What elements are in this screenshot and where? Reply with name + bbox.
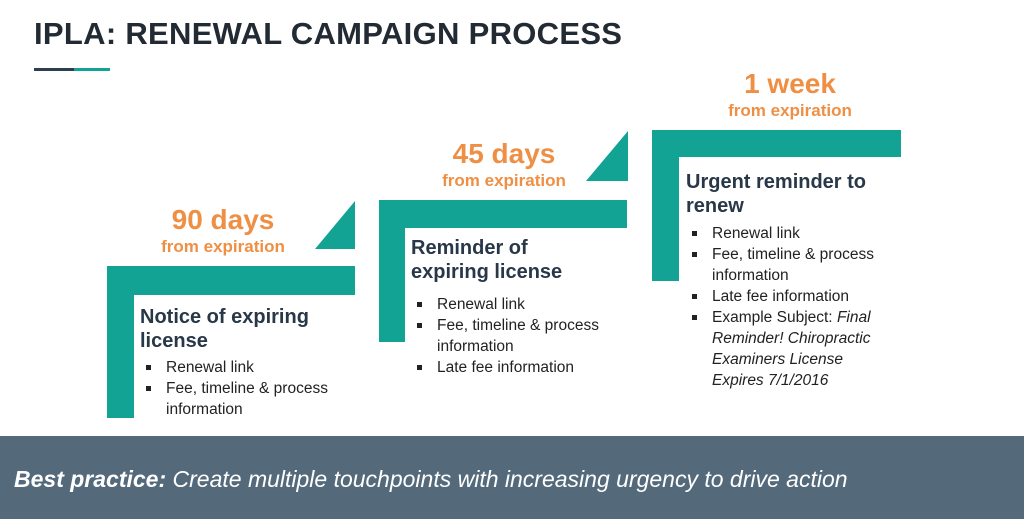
list-item: Renewal link [140,357,328,378]
step-1-vertical-bar [107,266,134,418]
best-practice-label: Best practice: [14,466,167,492]
example-subject-text: Final [836,309,871,326]
step-1-timing-caption: from expiration [161,237,285,256]
bullet-icon [692,252,697,257]
bullet-icon [146,386,151,391]
title-underline-dark [34,68,74,71]
list-item: Fee, timeline & process information [686,244,874,286]
step-3-vertical-bar [652,130,679,281]
step-3-heading-line-1: Urgent reminder to [686,171,867,193]
step-2-top-bar [379,200,627,228]
list-item-text: Fee, timeline & process [166,380,328,397]
step-3-timing-value: 1 week [744,68,836,99]
best-practice-text: Best practice: Create multiple touchpoin… [14,466,848,493]
list-item-text: Fee, timeline & process [437,317,599,334]
list-item-text: Renewal link [437,296,525,313]
list-item: Renewal link [411,294,599,315]
step-2-arrow-wedge [586,131,628,181]
step-1-arrow-wedge [315,201,355,249]
step-2-timing-caption: from expiration [442,171,566,190]
list-item: Fee, timeline & process information [411,315,599,357]
step-1-heading: Notice of expiring license [140,305,309,353]
bullet-icon [692,231,697,236]
step-2-timing-value: 45 days [452,138,556,169]
step-3-heading: Urgent reminder to renew [686,170,866,218]
list-item-text-continued: information [437,338,514,355]
step-1-list: Renewal link Fee, timeline & process info… [140,357,328,420]
title-underline [34,68,110,71]
bullet-icon [146,365,151,370]
step-2-timing: 45 days from expiration [414,138,594,191]
list-item: Fee, timeline & process information [140,378,328,420]
title-underline-teal [74,68,110,71]
step-2-vertical-bar [379,200,405,342]
step-3-list: Renewal link Fee, timeline & process info… [686,223,874,391]
list-item-text-continued: information [166,401,243,418]
best-practice-message: Create multiple touchpoints with increas… [172,466,848,492]
example-subject-label: Example Subject: [712,309,837,326]
step-1-timing: 90 days from expiration [134,204,312,257]
step-3-heading-line-2: renew [686,195,744,217]
bullet-icon [417,365,422,370]
step-3-top-bar [652,130,901,157]
list-item: Renewal link [686,223,874,244]
slide-title: IPLA: RENEWAL CAMPAIGN PROCESS [34,16,623,51]
list-item: Late fee information [411,357,599,378]
step-2-heading-line-1: Reminder of [411,237,528,259]
best-practice-banner [0,436,1024,519]
list-item: Late fee information [686,286,874,307]
example-subject-text-line-2: Reminder! Chiropractic [712,330,871,347]
step-3-timing: 1 week from expiration [700,68,880,121]
list-item-text-continued: information [712,267,789,284]
example-subject-text-line-3: Examiners License [712,351,843,368]
bullet-icon [692,315,697,320]
step-2-heading-line-2: expiring license [411,261,563,283]
step-2-list: Renewal link Fee, timeline & process info… [411,294,599,378]
step-1-timing-value: 90 days [171,204,275,235]
list-item-text: Fee, timeline & process [712,246,874,263]
bullet-icon [417,302,422,307]
bullet-icon [692,294,697,299]
bullet-icon [417,323,422,328]
example-subject-text-line-4: Expires 7/1/2016 [712,372,829,389]
step-1-heading-line-2: license [140,330,208,352]
list-item-text: Late fee information [712,288,850,305]
step-1-top-bar [107,266,355,295]
list-item-text: Late fee information [437,359,575,376]
list-item-text: Renewal link [712,225,800,242]
list-item-text: Renewal link [166,359,254,376]
step-1-heading-line-1: Notice of expiring [140,306,309,328]
step-3-timing-caption: from expiration [728,101,852,120]
step-2-heading: Reminder of expiring license [411,236,562,284]
